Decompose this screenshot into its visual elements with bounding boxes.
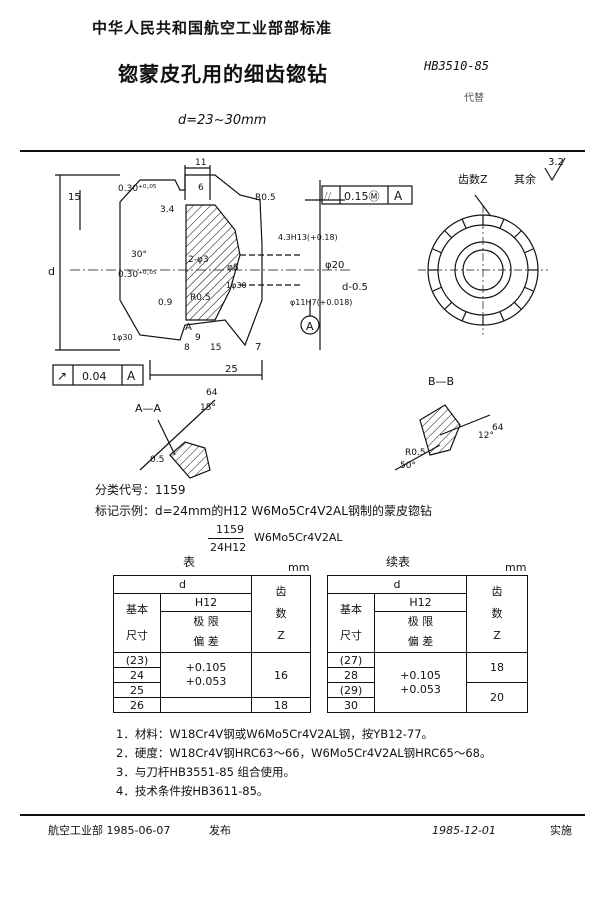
dim-0-9: 0.9 (158, 298, 173, 308)
table-row: 25 (113, 682, 161, 698)
section-bb-radius: R0.5 (405, 448, 426, 458)
section-aa-angle: 15° (200, 403, 216, 413)
table-left-title: 表 (183, 555, 196, 569)
section-bb-angle2: 50° (400, 461, 416, 471)
footer-issue-word: 发布 (209, 824, 231, 837)
datum-label: A (306, 320, 314, 333)
table-right-z-top: 18 (466, 652, 528, 683)
dim-chamfer-1: 0.30⁺⁰·⁰⁵ (118, 184, 157, 194)
tolerance-datum: A (394, 189, 403, 203)
size-range: d=23~30mm (178, 113, 267, 128)
runout-symbol: ↗ (57, 369, 67, 383)
table-left-header-deviation: 极 限偏 差 (160, 611, 252, 653)
replaces-label: 代替 (464, 93, 484, 104)
dim-8: 8 (184, 343, 190, 353)
table-left-unit: mm (288, 561, 310, 574)
classification-code: 分类代号：1159 (95, 483, 186, 497)
dim-phi11: φ11H7(+0.018) (290, 298, 352, 307)
footer-issuer: 航空工业部 1985-06-07 (48, 824, 171, 837)
marking-material: W6Mo5Cr4V2AL (254, 531, 343, 544)
table-row: 24 (113, 667, 161, 683)
tolerance-value: 0.15Ⓜ (344, 190, 380, 203)
marking-fraction-line (208, 538, 244, 539)
dim-d: d (48, 265, 55, 278)
section-mark-a: A (185, 322, 192, 333)
section-bb-label: B—B (428, 375, 454, 388)
dim-holes: 2-φ3 (188, 255, 209, 265)
dim-7: 7 (255, 342, 261, 353)
table-right-header-basic-size: 基本尺寸 (327, 593, 375, 653)
table-right-header-h12: H12 (374, 593, 467, 612)
table-left-header-d: d (113, 575, 252, 594)
dim-chamfer-2: 0.30⁺⁰·⁰⁵ (118, 270, 157, 280)
dim-phi-1: 1φ30 (226, 281, 247, 290)
organization-title: 中华人民共和国航空工业部部标准 (92, 19, 333, 37)
table-right-header-deviation: 极 限偏 差 (374, 611, 467, 653)
dim-angle-30: 30° (131, 250, 147, 260)
technical-drawing: ⌰ 0.15Ⓜ A ↗ 0.04 A 3.2 其余 齿数Z A 15 0.30⁺… (48, 157, 566, 479)
footer-rule (20, 814, 585, 816)
marking-numerator: 1159 (216, 523, 244, 536)
dim-15: 15 (68, 192, 81, 203)
footer-effective-word: 实施 (550, 824, 572, 837)
dim-phi20: φ20 (325, 260, 344, 271)
dim-6: 6 (198, 183, 204, 193)
table-left-header-basic-size: 基本尺寸 (113, 593, 161, 653)
dim-25: 25 (225, 364, 238, 375)
section-aa-dim: 0.5 (150, 455, 164, 465)
roughness-rest-label: 其余 (514, 172, 536, 186)
table-row: 28 (327, 667, 375, 683)
section-bb-angle1: 12° (478, 431, 494, 441)
table-row: (27) (327, 652, 375, 668)
section-aa-len: 64 (206, 388, 218, 398)
section-bb-len: 64 (492, 423, 504, 433)
document-title: 锪蒙皮孔用的细齿锪钻 (118, 62, 328, 86)
table-left-z-last: 18 (251, 697, 311, 713)
note-item: 2．硬度：W18Cr4V钢HRC63～66，W6Mo5Cr4V2AL钢HRC65… (116, 746, 492, 760)
marking-example: 标记示例：d=24mm的H12 W6Mo5Cr4V2AL钢制的蒙皮锪钻 (95, 504, 432, 518)
standard-code: HB3510-85 (424, 59, 490, 73)
note-item: 3．与刀杆HB3551-85 组合使用。 (116, 765, 296, 779)
dim-r05-top: R0.5 (255, 193, 276, 203)
dim-9: 9 (195, 333, 201, 343)
note-item: 1．材料：W18Cr4V钢或W6Mo5Cr4V2AL钢，按YB12-77。 (116, 727, 434, 741)
dim-phi8: φ8 (227, 263, 239, 273)
flatness-symbol: ⌰ (324, 190, 332, 203)
table-row: (23) (113, 652, 161, 668)
roughness-value: 3.2 (548, 157, 564, 168)
dim-slot: 4.3H13(+0.18) (278, 233, 338, 242)
marking-denominator: 24H12 (210, 541, 247, 554)
table-right-deviation-value: +0.105+0.053 (374, 652, 467, 713)
dim-11: 11 (195, 158, 206, 168)
runout-datum: A (127, 369, 136, 383)
table-right-unit: mm (505, 561, 527, 574)
dim-3-4: 3.4 (160, 205, 175, 215)
footer-effective-date: 1985-12-01 (432, 824, 496, 837)
header-rule (20, 150, 585, 152)
section-aa-label: A—A (135, 402, 162, 415)
table-row: (29) (327, 682, 375, 698)
teeth-count-label: 齿数Z (458, 173, 488, 186)
table-row: 26 (113, 697, 161, 713)
table-left-header-h12: H12 (160, 593, 252, 612)
table-left-empty-cell (160, 697, 252, 713)
dim-phi-2: 1φ30 (112, 333, 133, 342)
table-row: 30 (327, 697, 375, 713)
dim-d-minus: d-0.5 (342, 282, 368, 293)
table-right-title: 续表 (386, 555, 411, 569)
dim-r05-bottom: R0.5 (190, 293, 211, 303)
table-left-deviation-value: +0.105+0.053 (160, 652, 252, 698)
table-left-z-main: 16 (251, 652, 311, 698)
runout-value: 0.04 (82, 370, 107, 383)
table-right-z-bottom: 20 (466, 682, 528, 713)
dim-15-bottom: 15 (210, 343, 221, 353)
note-item: 4．技术条件按HB3611-85。 (116, 784, 269, 798)
table-right-header-d: d (327, 575, 467, 594)
